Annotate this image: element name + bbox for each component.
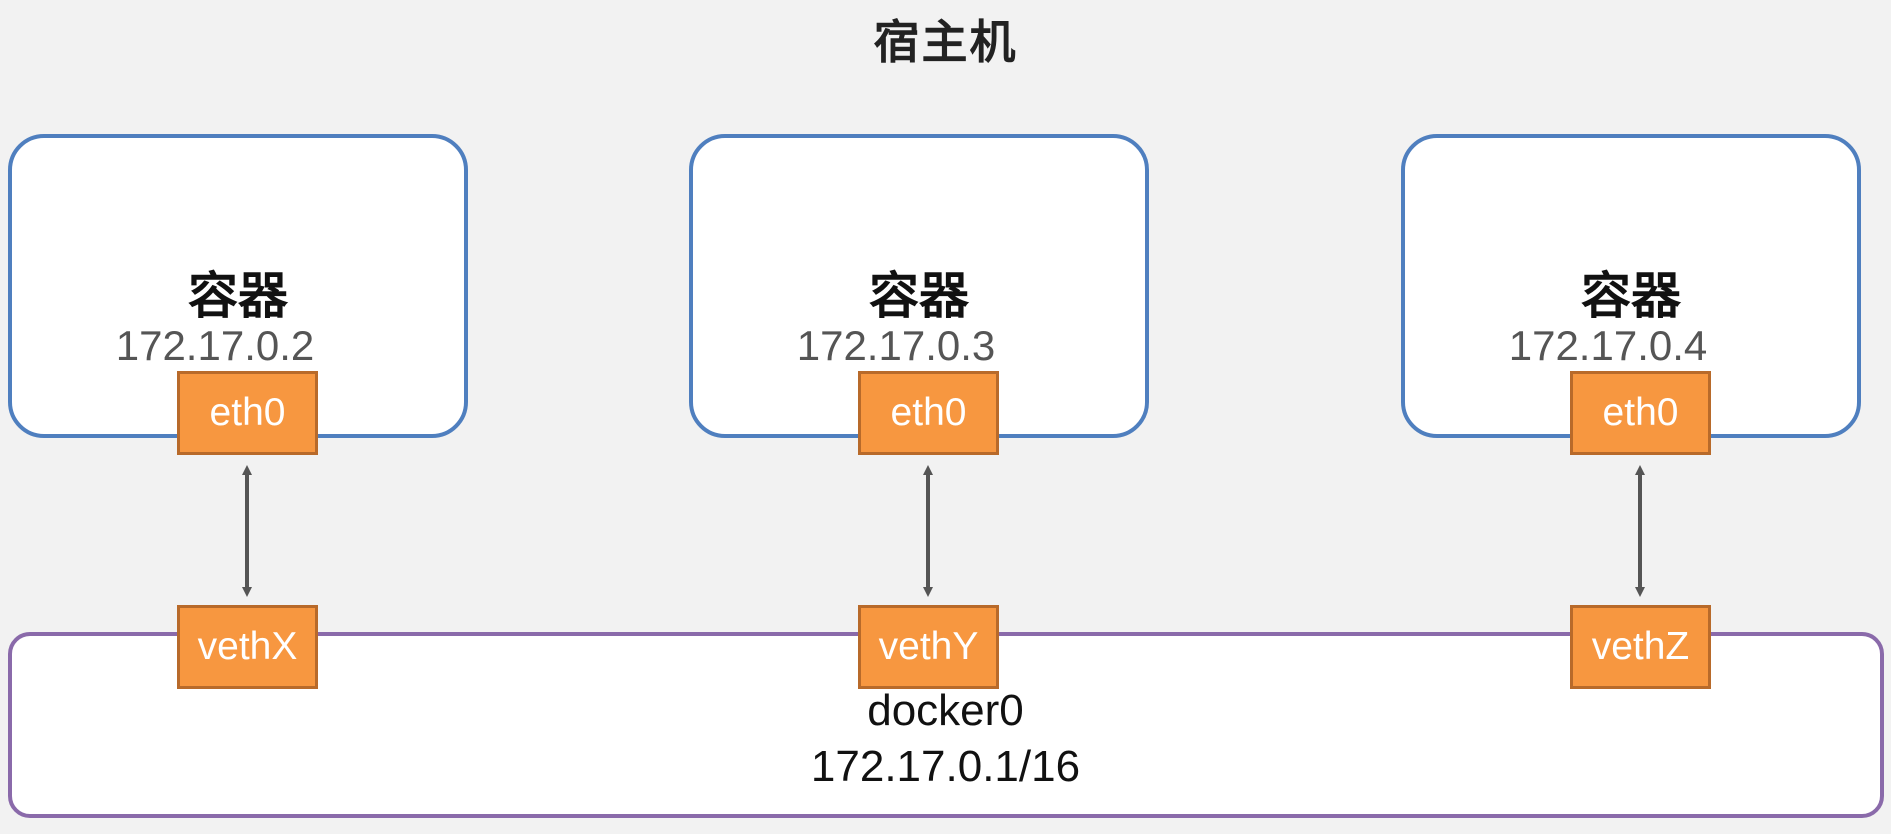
bridge-ip: 172.17.0.1/16 [810,742,1081,791]
veth-interface-x: vethX [177,605,318,689]
container-label-3: 容器 [1581,267,1681,325]
container-ip-2: 172.17.0.3 [796,322,996,369]
container-ip-3: 172.17.0.4 [1508,322,1708,369]
bridge-name: docker0 [867,686,1024,735]
container-label-1: 容器 [188,267,288,325]
host-title: 宿主机 [873,15,1018,69]
eth0-interface-1: eth0 [177,371,318,455]
veth-interface-y: vethY [858,605,999,689]
veth-interface-z: vethZ [1570,605,1711,689]
container-label-2: 容器 [869,267,969,325]
eth0-interface-3: eth0 [1570,371,1711,455]
container-ip-1: 172.17.0.2 [115,322,315,369]
eth0-interface-2: eth0 [858,371,999,455]
